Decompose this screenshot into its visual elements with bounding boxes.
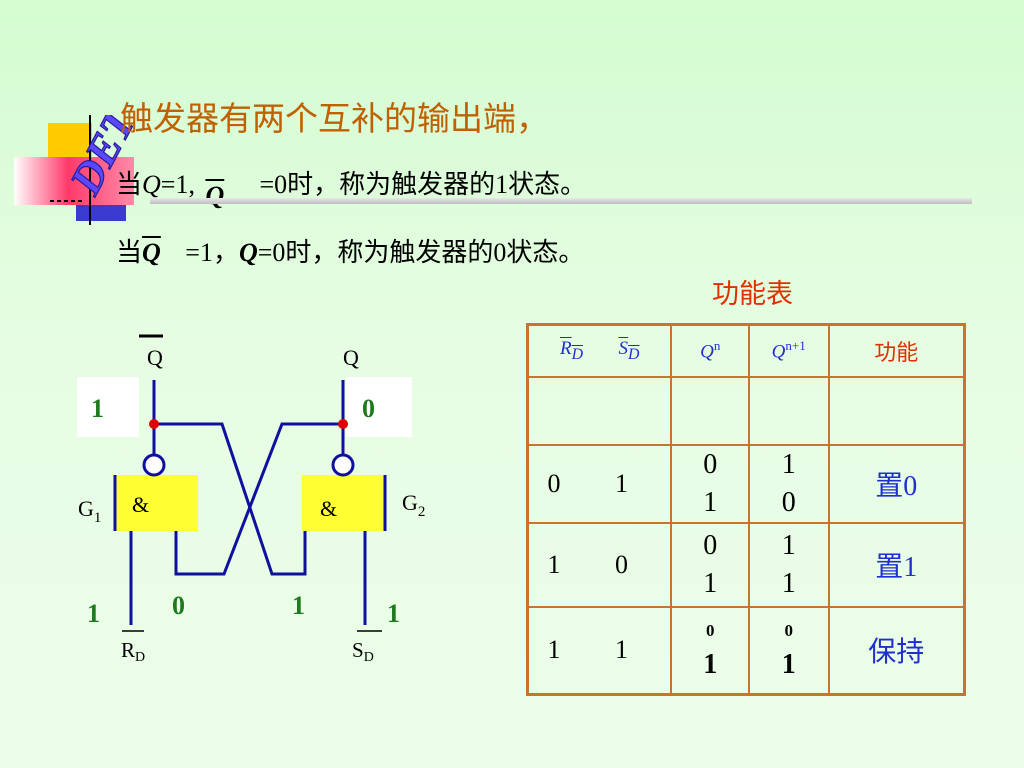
line2-prefix: 当 [116,238,143,267]
row1-rs: 0 1 [526,443,673,524]
header-rd: RD [560,337,584,363]
rd-input-value: 1 [87,599,100,628]
sd-input-value: 1 [387,599,400,628]
det-logo: DET [14,115,134,225]
row2-rs: 1 0 [526,521,673,608]
left-output-value: 1 [91,394,104,423]
sd-label: SD [352,638,374,665]
out-right-label: Q [343,345,359,370]
slide-title: 触发器有两个互补的输出端， [120,102,549,138]
state-0-line: 当Q =1，Q=0时，称为触发器的0状态。 [116,232,584,269]
line1-suffix: =0时，称为触发器的1状态。 [259,170,587,199]
rd-label: RD [121,638,145,665]
header-qn: Qn [670,323,750,378]
row3-function: 保持 [827,605,966,696]
out-left-label: Q [147,345,163,370]
state-1-line: 当Q=1, Q =0时，称为触发器的1状态。 [116,164,587,210]
line2-q: Q [238,238,258,267]
cross-left-value: 0 [172,591,185,620]
title-divider [150,198,972,204]
line2-mid: =1， [185,238,239,267]
header-sd: SD [618,337,640,363]
row1-function: 置0 [827,443,966,524]
g1-bubble [142,453,166,477]
gate-g1 [115,475,198,531]
node-right [338,419,348,429]
node-left [149,419,159,429]
line2-qbar: Q [142,238,161,267]
g2-symbol: & [320,496,337,521]
function-table-title: 功能表 [712,279,793,309]
gate-g2 [302,475,385,531]
header-function: 功能 [827,323,966,378]
line1-q: Q [142,170,161,199]
g1-label: G1 [78,496,101,526]
g2-bubble [331,453,355,477]
g1-symbol: & [132,492,149,517]
table-header-row: RD SD Qn Qn+1 功能 [526,323,966,378]
line1-mid: =1, [160,170,195,199]
g2-label: G2 [402,490,425,520]
left-value-box [77,377,139,437]
rs-latch-circuit: Q Q & & G1 G2 1 0 1 0 1 1 RD SD [77,334,425,665]
cross-right-value: 1 [292,591,305,620]
right-output-value: 0 [362,394,375,423]
header-rd-sd: RD SD [526,323,673,378]
wires [129,380,367,625]
line1-qbar: Q [205,181,225,210]
right-value-box [346,377,412,437]
line2-suffix: =0时，称为触发器的0状态。 [257,238,585,267]
table-empty-row [526,375,966,446]
header-qn1: Qn+1 [747,323,830,378]
row3-rs: 1 1 [526,605,673,696]
row2-function: 置1 [827,521,966,608]
line1-prefix: 当 [116,170,143,199]
